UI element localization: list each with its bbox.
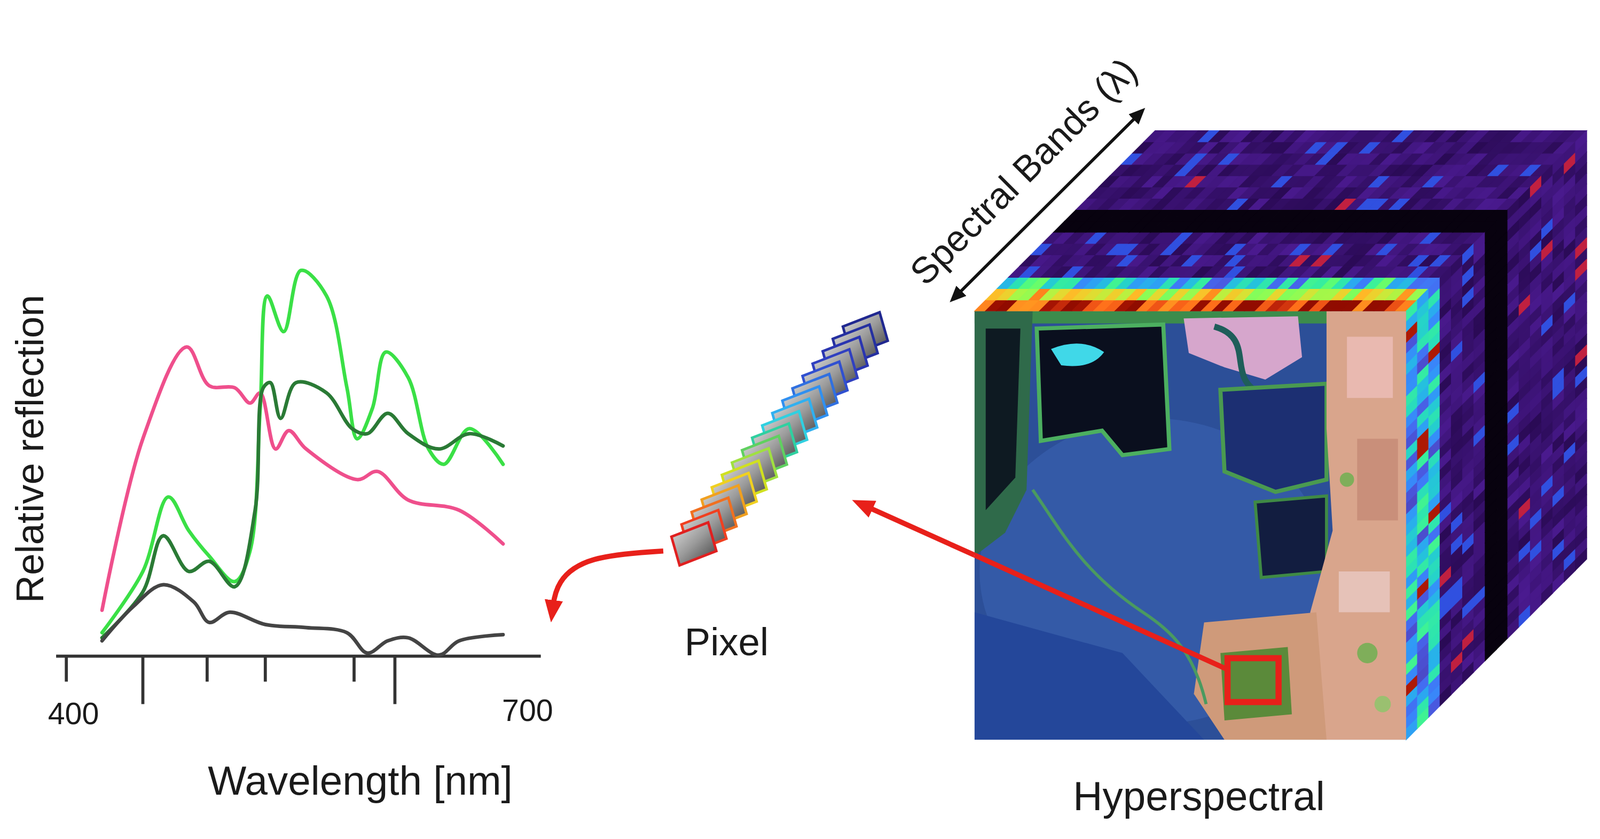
gray-curve xyxy=(102,584,504,656)
satellite-image-part xyxy=(1255,496,1327,578)
band-tile xyxy=(671,522,717,566)
side-face-cell xyxy=(1473,649,1486,672)
satellite-image-part xyxy=(1194,612,1327,740)
side-face-cell xyxy=(1575,548,1587,571)
tick-label: 400 xyxy=(48,696,100,733)
spectral-curves xyxy=(102,270,504,656)
chart-axis xyxy=(56,656,541,705)
pixel-lead-line xyxy=(974,554,1230,671)
chart-axis-part xyxy=(56,654,541,658)
satellite-image-part xyxy=(1339,472,1355,488)
side-face-cell xyxy=(1485,638,1497,661)
side-face-cell xyxy=(1417,706,1429,729)
satellite-image-part xyxy=(1374,695,1392,713)
pixel-stack: Pixel xyxy=(663,306,852,674)
side-face-cell xyxy=(1496,627,1508,650)
satellite-image-part xyxy=(1346,336,1393,399)
chart-axis-part xyxy=(64,656,68,682)
text-holder: Relative reflection xyxy=(8,294,53,603)
text-holder: Wavelength [nm] xyxy=(207,757,513,805)
chart-axis-part xyxy=(393,656,397,705)
dark-green-curve xyxy=(102,381,504,638)
satellite-image-part xyxy=(1310,311,1407,740)
axis-label: Spectral Bands (λ) xyxy=(901,49,1145,294)
satellite-image-part xyxy=(1338,571,1391,613)
satellite-image-part xyxy=(974,311,1407,740)
side-face-cell xyxy=(1541,582,1554,605)
red-arrow xyxy=(552,551,664,611)
axis-title: Wavelength [nm] xyxy=(207,757,513,805)
text-holder: Pixel xyxy=(684,620,769,665)
red-arrow xyxy=(863,505,975,556)
axis-title: Relative reflection xyxy=(8,294,53,603)
side-face-cell xyxy=(1462,661,1474,684)
satellite-image-part xyxy=(1220,383,1327,492)
side-face-cell xyxy=(1507,616,1519,639)
text-holder: 400 xyxy=(48,696,100,733)
satellite-image-part xyxy=(974,311,1033,557)
side-face-cell xyxy=(1406,717,1418,740)
light-green-curve xyxy=(102,270,504,633)
cube-caption: Hyperspectral xyxy=(1072,772,1325,820)
satellite-image-part xyxy=(1051,343,1104,366)
side-face-cell xyxy=(1451,672,1463,695)
side-face-cell xyxy=(1428,695,1440,718)
satellite-image-part xyxy=(1036,324,1170,456)
spectrum-chart: Relative reflectionWavelength [nm] xyxy=(2,255,552,827)
satellite-image-part xyxy=(985,328,1021,511)
chart-axis-part xyxy=(205,656,209,682)
side-face-cell xyxy=(1553,570,1565,593)
chart-axis-part xyxy=(263,656,268,682)
side-face-cell xyxy=(1439,684,1452,707)
satellite-image-part xyxy=(1357,642,1378,664)
satellite-image-part xyxy=(1032,489,1207,704)
side-face-cell xyxy=(1518,605,1531,627)
pixel-marker xyxy=(1227,657,1280,702)
cube-side-face xyxy=(1406,130,1587,741)
satellite-image-part xyxy=(1357,438,1398,521)
tick-label: 700 xyxy=(502,693,554,729)
pink-curve xyxy=(102,347,504,611)
chart-axis-part xyxy=(141,656,145,705)
satellite-image-part xyxy=(1220,646,1292,721)
side-face-cell xyxy=(1564,559,1576,582)
pixel-band-stack xyxy=(671,312,888,566)
stack-caption: Pixel xyxy=(684,620,769,665)
text-holder: 700 xyxy=(502,693,554,729)
text-holder: Hyperspectral xyxy=(1072,772,1325,820)
side-face-cell xyxy=(1530,593,1542,616)
text-holder: Spectral Bands (λ) xyxy=(901,49,1145,294)
chart-axis-part xyxy=(352,656,356,682)
satellite-image xyxy=(974,311,1407,740)
hyperspectral-cube: Hyperspectral xyxy=(974,102,1592,829)
